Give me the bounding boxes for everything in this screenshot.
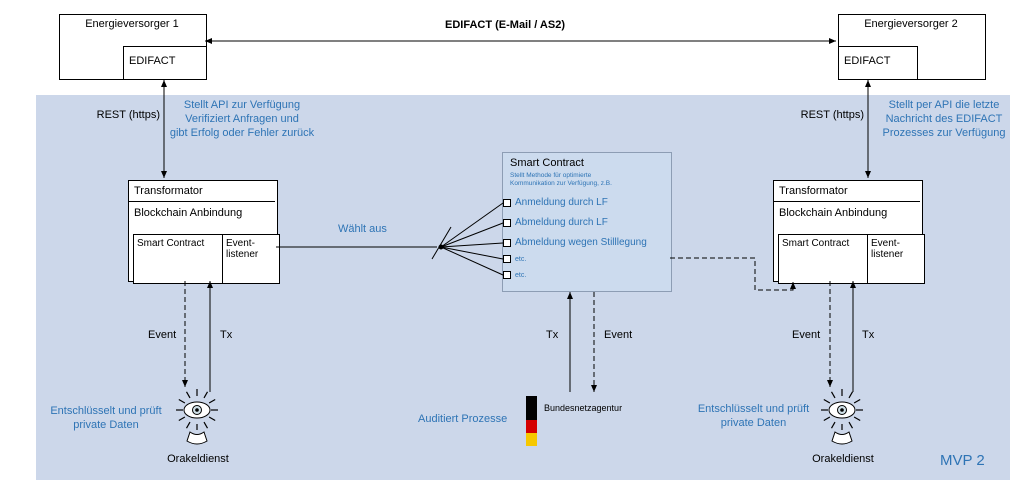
oracle-eye-icon [176,389,218,445]
transformator-right-eventlistener-box: Event- listener [867,234,925,284]
transformator-left-eventlistener-box: Event- listener [222,234,280,284]
energieversorger2-title: Energieversorger 2 [864,18,958,30]
bundesnetzagentur-flag-icon [526,396,537,446]
middle-smartcontract-title: Smart Contract [510,157,584,169]
middle-tx-label: Tx [546,329,559,341]
transformator-left-title: Transformator [134,185,203,197]
rest-label-left: REST (https) [96,109,160,121]
transformator-right-title: Transformator [779,185,848,197]
contract-method-item: Anmeldung durch LF [503,197,608,208]
contract-method-label: etc. [515,255,527,263]
energieversorger1-title: Energieversorger 1 [85,18,179,30]
transformator-right-smartcontract-box: Smart Contract [778,234,873,284]
bundesnetzagentur-label: Bundesnetzagentur [544,403,623,413]
contract-method-item: Abmeldung durch LF [503,217,608,228]
middle-smartcontract-box [502,152,672,292]
oracle-right-label: Orakeldienst [812,453,874,465]
contract-method-label: Abmeldung durch LF [515,217,608,228]
audit-note: Auditiert Prozesse [418,413,508,425]
right-event-label: Event [792,329,821,341]
connector-port-icon [503,238,511,247]
contract-method-item: etc. [503,271,526,279]
left-event-label: Event [148,329,177,341]
api-note-left: Stellt API zur Verfügung Verifiziert Anf… [169,99,315,139]
middle-event-label: Event [604,329,633,341]
contract-method-item: etc. [503,255,526,263]
connector-port-icon [503,255,511,263]
connector-port-icon [503,218,511,227]
oracle-left-note: Entschlüsselt und prüft private Daten [50,405,162,431]
contract-method-item: Abmeldung wegen Stilllegung [503,237,647,248]
left-tx-label: Tx [220,329,233,341]
transformator-left-blockchain-label: Blockchain Anbindung [134,207,243,219]
waehlt-aus-label: Wählt aus [338,223,387,235]
mvp-version-label: MVP 2 [940,452,985,469]
connector-port-icon [503,271,511,279]
rest-label-right: REST (https) [800,109,864,121]
contract-method-label: etc. [515,271,527,279]
contract-method-label: Anmeldung durch LF [515,197,608,208]
oracle-eye-icon [821,389,863,445]
energieversorger1-edifact-box [123,46,207,80]
connector-port-icon [503,198,511,207]
transformator-left-smartcontract-box: Smart Contract [133,234,228,284]
transformator-right-blockchain-label: Blockchain Anbindung [779,207,888,219]
oracle-right-note: Entschlüsselt und prüft private Daten [697,403,810,429]
contract-method-label: Abmeldung wegen Stilllegung [515,237,647,248]
oracle-left-label: Orakeldienst [167,453,229,465]
energieversorger2-edifact-box [838,46,918,80]
api-note-right: Stellt per API die letzte Nachricht des … [882,99,1006,139]
edifact-link-label: EDIFACT (E-Mail / AS2) [445,19,565,31]
transformator-right-divider [774,201,920,202]
transformator-left-divider [129,201,275,202]
middle-smartcontract-subtitle: Stellt Methode für optimierte Kommunikat… [510,172,612,187]
energieversorger1-edifact-label: EDIFACT [129,55,176,67]
right-tx-label: Tx [862,329,875,341]
energieversorger2-edifact-label: EDIFACT [844,55,891,67]
